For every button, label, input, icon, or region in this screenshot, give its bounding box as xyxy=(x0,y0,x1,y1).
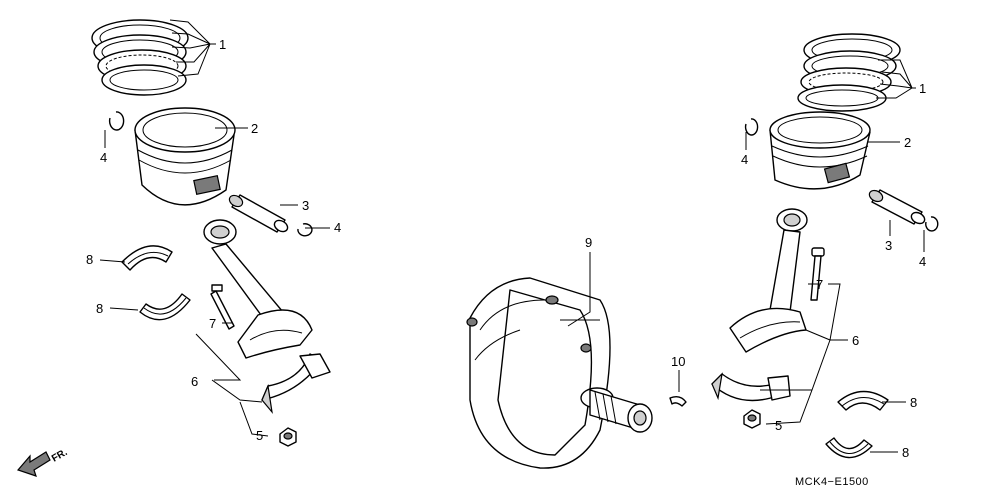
callout-1-right: 1 xyxy=(919,81,926,96)
callout-6-left: 6 xyxy=(191,374,198,389)
piston-rings-right[interactable] xyxy=(797,33,901,112)
connecting-rod-left[interactable] xyxy=(203,219,313,359)
circlip-left-upper[interactable] xyxy=(108,111,125,131)
connecting-rod-right[interactable] xyxy=(729,208,808,353)
callout-3-left: 3 xyxy=(302,198,309,213)
callout-6-right: 6 xyxy=(852,333,859,348)
rod-bolt-left[interactable] xyxy=(210,284,235,330)
callout-7-left: 7 xyxy=(209,316,216,331)
front-direction-label: FR. xyxy=(50,447,70,465)
front-direction-arrow: FR. xyxy=(16,447,70,477)
callout-8-left-upper: 8 xyxy=(86,252,93,267)
bearing-left-lower[interactable] xyxy=(139,293,191,321)
circlip-left-lower[interactable] xyxy=(297,223,313,237)
callout-7-right: 7 xyxy=(816,277,823,292)
callout-4-right-upper: 4 xyxy=(741,152,748,167)
leader-lines xyxy=(99,19,925,453)
bearing-right-upper[interactable] xyxy=(837,390,889,411)
rod-cap-right[interactable] xyxy=(711,372,791,402)
callout-5-right: 5 xyxy=(775,418,782,433)
callout-5-left: 5 xyxy=(256,428,263,443)
rod-nut-right[interactable] xyxy=(743,409,761,429)
piston-right[interactable] xyxy=(769,111,871,190)
bearing-right-lower[interactable] xyxy=(825,437,873,459)
crankshaft[interactable] xyxy=(466,277,653,469)
woodruff-key[interactable] xyxy=(669,395,687,407)
piston-left[interactable] xyxy=(134,107,236,206)
callout-8-right-upper: 8 xyxy=(910,395,917,410)
circlip-right-lower[interactable] xyxy=(925,216,939,232)
callout-2-right: 2 xyxy=(904,135,911,150)
piston-rings-left[interactable] xyxy=(91,19,189,96)
callout-10-key: 10 xyxy=(671,354,685,369)
drawing-code: MCK4−E1500 xyxy=(795,476,869,488)
piston-pin-left[interactable] xyxy=(227,193,289,234)
callout-4-left-upper: 4 xyxy=(100,150,107,165)
callout-4-left-lower: 4 xyxy=(334,220,341,235)
callout-4-right-lower: 4 xyxy=(919,254,926,269)
callout-2-left: 2 xyxy=(251,121,258,136)
rod-nut-left[interactable] xyxy=(279,427,297,447)
callout-3-right: 3 xyxy=(885,238,892,253)
callout-1-left: 1 xyxy=(219,37,226,52)
circlip-right-upper[interactable] xyxy=(744,118,759,136)
rod-cap-left[interactable] xyxy=(261,353,331,415)
piston-pin-right[interactable] xyxy=(867,188,926,225)
rod-bolt-right[interactable] xyxy=(810,247,825,301)
callout-8-left-lower: 8 xyxy=(96,301,103,316)
callout-8-right-lower: 8 xyxy=(902,445,909,460)
bearing-left-upper[interactable] xyxy=(121,245,173,271)
callout-9-crankshaft: 9 xyxy=(585,235,592,250)
